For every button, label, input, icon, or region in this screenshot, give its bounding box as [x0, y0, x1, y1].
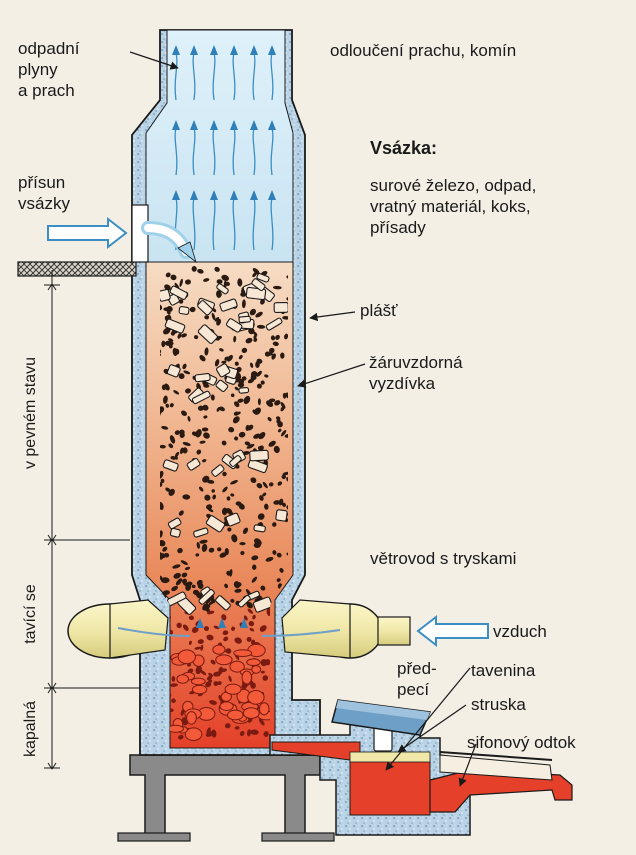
air-arrow-icon: [418, 617, 488, 645]
melt-blob: [252, 666, 261, 674]
charge-supply-label: přísun vsázky: [18, 172, 70, 214]
melt-blob: [247, 659, 261, 666]
zone-solid-label: v pevném stavu: [22, 338, 42, 488]
melt-blob: [228, 710, 244, 720]
melt-label: tavenina: [471, 660, 535, 681]
melt-blob: [242, 671, 252, 684]
furnace-base: [118, 755, 334, 841]
zone-liquid-label: kapalná: [22, 689, 42, 769]
forehearth-label: před- pecí: [397, 658, 437, 700]
melt-blob: [213, 645, 225, 654]
melt-blob: [234, 650, 252, 657]
shell-label: plášť: [360, 300, 398, 321]
coke-particle: [161, 577, 170, 583]
melt-blob: [192, 685, 206, 694]
melt-blob: [177, 675, 189, 684]
melt-blob: [191, 678, 205, 685]
scrap-piece: [276, 510, 288, 522]
coke-particle: [239, 542, 245, 545]
scrap-piece: [179, 306, 189, 314]
melt-blob: [259, 703, 269, 715]
coke-particle: [212, 489, 215, 493]
scrap-piece: [250, 450, 269, 461]
slag-label: struska: [471, 694, 526, 715]
scrap-piece: [195, 373, 211, 382]
coke-particle: [225, 649, 230, 653]
scrap-piece: [239, 387, 249, 393]
inlet-arrow-icon: [48, 219, 126, 247]
melt-blob: [243, 708, 259, 719]
melt-blob: [216, 655, 232, 665]
dust-separation-label: odloučení prachu, komín: [330, 40, 516, 61]
melt-blob: [187, 712, 197, 725]
melt-blob: [178, 650, 195, 664]
scrap-piece: [239, 316, 251, 323]
charge-title: Vsázka:: [370, 138, 437, 159]
exhaust-gas-label: odpadní plyny a prach: [18, 38, 79, 101]
tuyere-duct-label: větrovod s tryskami: [370, 548, 516, 569]
scrap-piece: [274, 302, 288, 312]
scrap-piece: [170, 528, 181, 537]
charge-contents: surové železo, odpad, vratný materiál, k…: [370, 175, 536, 238]
melt-blob: [168, 725, 184, 732]
melt-blob: [225, 684, 241, 694]
melt-blob: [248, 691, 264, 705]
zone-dimension-lines: [44, 270, 140, 769]
scrap-piece: [254, 525, 266, 532]
air-label: vzduch: [493, 621, 547, 642]
lining-label: žáruvzdorná vyzdívka: [369, 352, 463, 394]
coke-particle: [258, 398, 261, 405]
coke-particle: [161, 479, 165, 483]
siphon-label: sifonový odtok: [467, 732, 576, 753]
zone-melting-label: tavící se: [22, 569, 42, 659]
melt-blob: [220, 702, 233, 711]
